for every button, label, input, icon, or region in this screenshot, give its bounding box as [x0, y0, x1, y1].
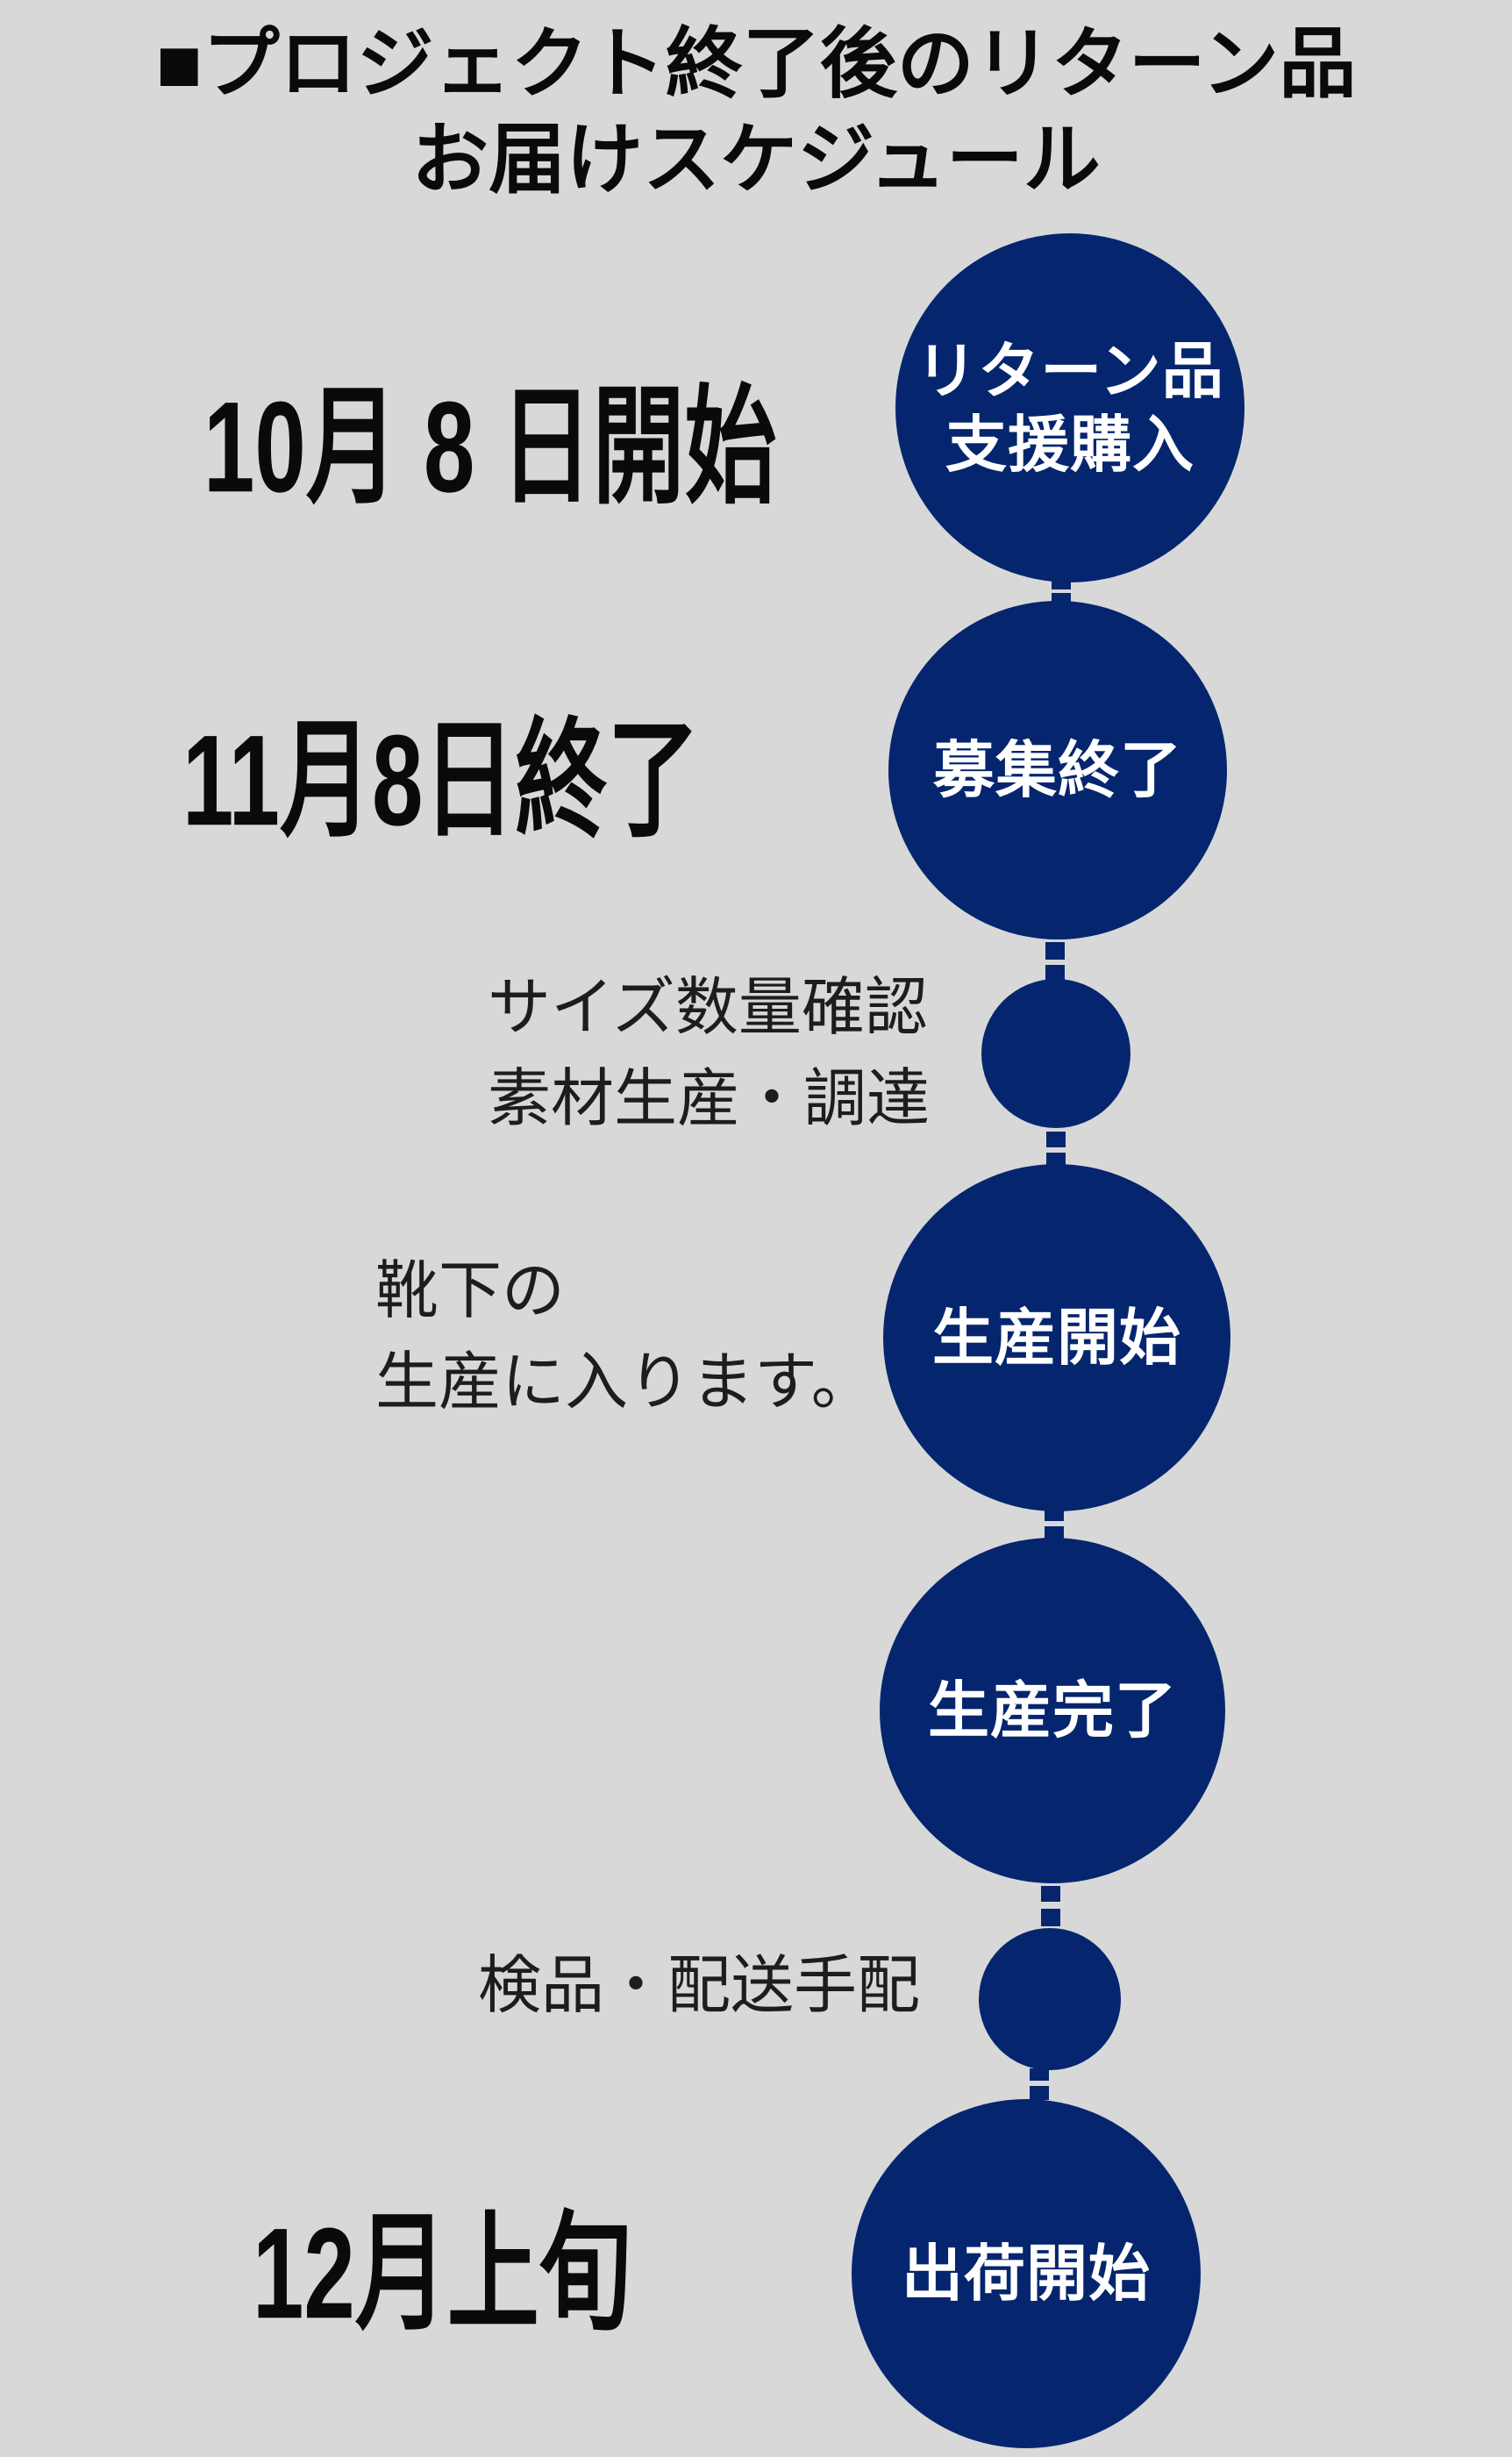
note-label-inspection: 検品・配送手配: [478, 1951, 921, 2021]
step-circle-production-start: 生産開始: [883, 1164, 1230, 1511]
step-circle-label: 募集終了: [933, 736, 1182, 804]
step-circle-support-purchase: リターン品 支援購入: [895, 233, 1245, 582]
note-label-production: 靴下の 生産に入ります。: [375, 1256, 874, 1418]
step-circle-inspection-shipping: [979, 1928, 1121, 2070]
step-circle-shipping-start: 出荷開始: [852, 2099, 1201, 2448]
step-circle-recruit-end: 募集終了: [888, 601, 1227, 939]
step-circle-label: 出荷開始: [902, 2239, 1151, 2308]
connector-dash: [1045, 1509, 1064, 1521]
connector-dash: [1045, 1526, 1064, 1540]
page-title-line-2: お届けスケジュール: [411, 116, 1101, 204]
connector-dash: [1052, 577, 1071, 589]
date-label-end: 11月8日終了: [182, 709, 700, 854]
connector-dash: [1041, 1909, 1060, 1926]
step-circle-size-material: [981, 979, 1130, 1128]
step-circle-label: 生産開始: [932, 1303, 1181, 1372]
page-title-line-1: ■プロジェクト終了後のリターン品: [155, 20, 1357, 107]
step-circle-label: リターン品 支援購入: [916, 337, 1224, 479]
connector-dash: [1030, 2086, 1049, 2100]
step-circle-production-complete: 生産完了: [880, 1538, 1225, 1883]
connector-dash: [1046, 1153, 1066, 1168]
connector-dash: [1030, 2068, 1049, 2081]
step-circle-label: 生産完了: [928, 1676, 1177, 1745]
connector-dash: [1045, 942, 1065, 960]
date-label-shipping: 12月上旬: [253, 2202, 631, 2346]
note-label-size-material: サイズ数量確認 素材生産・調達: [488, 973, 931, 1135]
connector-dash: [1045, 965, 1065, 982]
date-label-start: 10月 8 日開始: [203, 375, 777, 520]
connector-dash: [1041, 1886, 1060, 1902]
connector-dash: [1052, 593, 1071, 605]
connector-dash: [1046, 1132, 1066, 1147]
page-title: ■プロジェクト終了後のリターン品 お届けスケジュール: [0, 16, 1512, 207]
